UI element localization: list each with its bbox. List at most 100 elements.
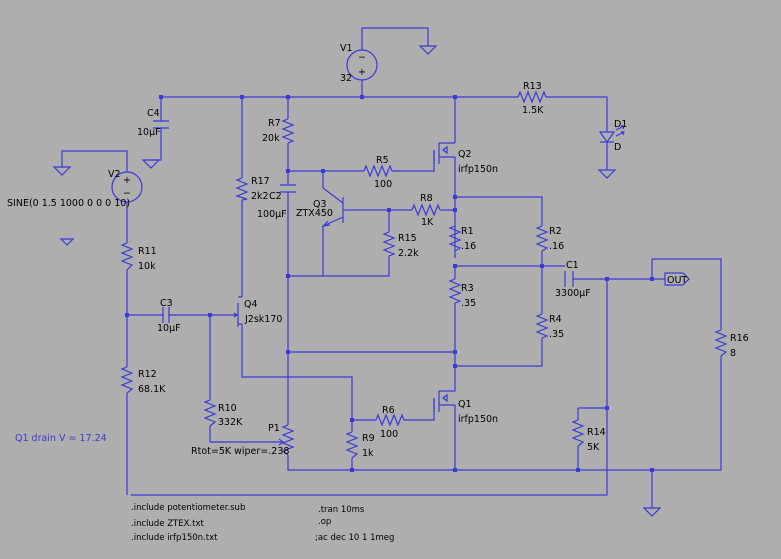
- r7-resistor[interactable]: [281, 118, 295, 144]
- q1-mosfet[interactable]: [433, 388, 456, 412]
- q1-name: Q1: [458, 399, 472, 410]
- c1-name: C1: [566, 260, 579, 271]
- r4-value: .35: [549, 329, 564, 340]
- r3-name: R3: [461, 283, 474, 294]
- q4-jfet[interactable]: [232, 296, 242, 327]
- r4-name: R4: [549, 314, 562, 325]
- ground-icon: [642, 507, 662, 517]
- r2-resistor[interactable]: [535, 225, 549, 252]
- r4-resistor[interactable]: [535, 313, 549, 339]
- r8-value: 1K: [421, 217, 434, 228]
- r16-name: R16: [730, 333, 749, 344]
- r5-value: 100: [374, 179, 392, 190]
- wires: [61, 27, 722, 508]
- d1-value: D: [614, 142, 621, 153]
- component-labels: V1 32 V2 SINE(0 1.5 1000 0 0 0 10) C4 10…: [7, 43, 749, 459]
- q4-value: J2sk170: [244, 314, 282, 325]
- p1-name: P1: [268, 423, 280, 434]
- r11-resistor[interactable]: [120, 242, 134, 271]
- v1-value: 32: [340, 73, 352, 84]
- p1-value: Rtot=5K wiper=.238: [191, 446, 289, 457]
- r17-value: 2k2: [251, 191, 269, 202]
- c2-value: 100µF: [257, 209, 287, 220]
- v1-name: V1: [340, 43, 353, 54]
- r12-name: R12: [138, 369, 157, 380]
- r15-resistor[interactable]: [382, 231, 396, 257]
- spice-directives: .include potentiometer.sub .include ZTEX…: [131, 503, 394, 543]
- ground-icon: [597, 169, 617, 179]
- r10-name: R10: [218, 403, 237, 414]
- v2-name: V2: [108, 169, 121, 180]
- r1-resistor[interactable]: [448, 225, 462, 252]
- r5-resistor[interactable]: [363, 164, 393, 178]
- c2-capacitor[interactable]: [280, 184, 296, 210]
- q4-name: Q4: [244, 299, 258, 310]
- d1-led[interactable]: [598, 125, 625, 170]
- v1-source[interactable]: − +: [346, 49, 378, 81]
- c1-value: 3300µF: [555, 288, 591, 299]
- ground-icon: [418, 45, 438, 55]
- r7-name: R7: [268, 118, 281, 129]
- r13-resistor[interactable]: [517, 90, 547, 104]
- d1-name: D1: [614, 119, 627, 130]
- out-label: OUT: [667, 275, 687, 286]
- c3-value: 10µF: [157, 323, 181, 334]
- directive-include-potentiometer: .include potentiometer.sub: [131, 503, 245, 513]
- r9-value: 1k: [362, 448, 374, 459]
- r1-name: R1: [461, 226, 474, 237]
- svg-text:−: −: [123, 188, 131, 199]
- r12-value: 68.1K: [138, 384, 166, 395]
- q1-value: irfp150n: [458, 414, 498, 425]
- c3-capacitor[interactable]: [162, 307, 170, 323]
- v2-value: SINE(0 1.5 1000 0 0 0 10): [7, 198, 130, 209]
- c1-capacitor[interactable]: [564, 271, 574, 287]
- r2-value: .16: [549, 241, 564, 252]
- p1-potentiometer[interactable]: [276, 424, 295, 456]
- q3-transistor[interactable]: [321, 187, 350, 227]
- r2-name: R2: [549, 226, 562, 237]
- v2-source[interactable]: + −: [111, 171, 143, 203]
- r6-resistor[interactable]: [375, 413, 405, 427]
- ground-icon: [141, 159, 161, 169]
- r10-value: 332K: [218, 417, 243, 428]
- out-net-label[interactable]: OUT: [664, 272, 690, 286]
- r16-resistor[interactable]: [714, 329, 728, 357]
- r8-name: R8: [420, 193, 433, 204]
- c4-capacitor[interactable]: [153, 120, 169, 129]
- ground-icon: [59, 238, 75, 246]
- directive-include-ztex: .include ZTEX.txt: [131, 519, 204, 529]
- r10-resistor[interactable]: [203, 399, 217, 427]
- q2-mosfet[interactable]: [433, 142, 455, 164]
- svg-text:+: +: [123, 175, 131, 186]
- r12-resistor[interactable]: [120, 366, 134, 394]
- directive-ac: ;ac dec 10 1 1meg: [315, 533, 394, 543]
- r3-value: .35: [461, 298, 476, 309]
- r17-resistor[interactable]: [235, 177, 249, 201]
- r15-value: 2.2k: [398, 248, 419, 259]
- r15-name: R15: [398, 233, 417, 244]
- r16-value: 8: [730, 348, 736, 359]
- directive-include-irfp: .include irfp150n.txt: [131, 533, 218, 543]
- junction-dots: [125, 95, 654, 472]
- r17-name: R17: [251, 176, 270, 187]
- r14-resistor[interactable]: [571, 419, 585, 447]
- c4-name: C4: [147, 108, 160, 119]
- r7-value: 20k: [262, 133, 280, 144]
- q2-name: Q2: [458, 149, 472, 160]
- r9-name: R9: [362, 433, 375, 444]
- q2-value: irfp150n: [458, 164, 498, 175]
- svg-text:+: +: [358, 67, 366, 78]
- q3-value: ZTX450: [296, 208, 333, 219]
- c2-name: C2: [269, 191, 282, 202]
- r11-name: R11: [138, 246, 157, 257]
- directive-op: .op: [318, 517, 331, 527]
- r6-name: R6: [382, 405, 395, 416]
- r5-name: R5: [376, 155, 389, 166]
- r8-resistor[interactable]: [411, 203, 441, 217]
- r9-resistor[interactable]: [345, 431, 359, 459]
- r6-value: 100: [380, 429, 398, 440]
- q3-name: Q3: [313, 199, 327, 210]
- r1-value: .16: [461, 241, 476, 252]
- r3-resistor[interactable]: [448, 278, 462, 304]
